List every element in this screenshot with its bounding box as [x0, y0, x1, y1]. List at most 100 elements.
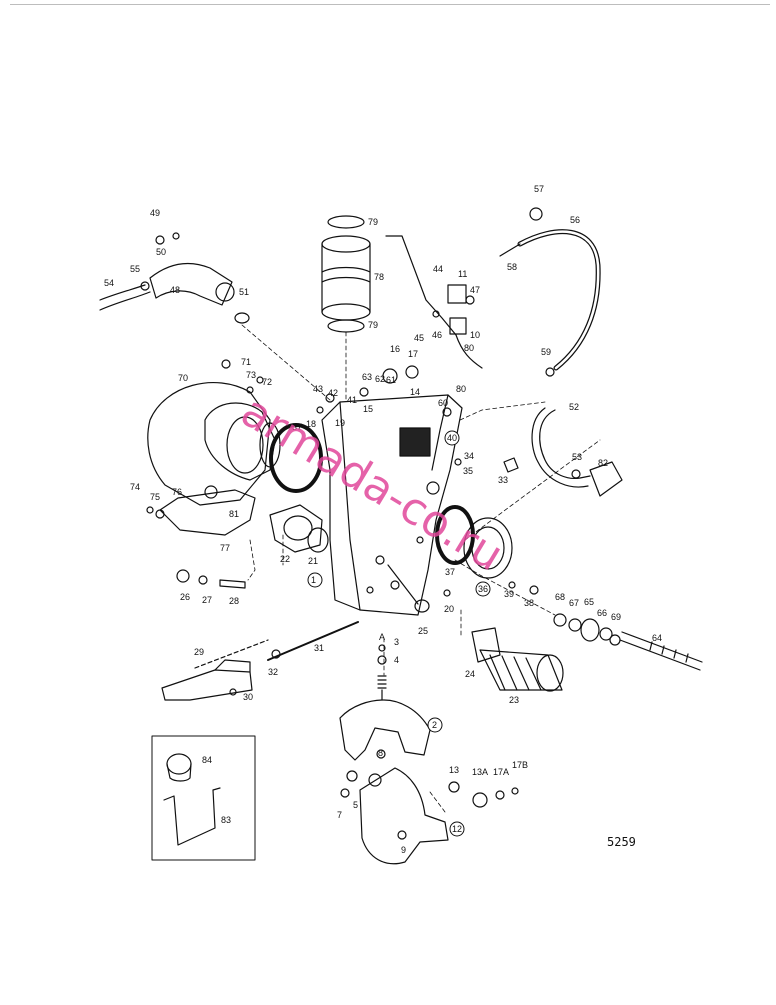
scan-top-edge: [10, 4, 770, 5]
part-label: 37: [445, 567, 455, 577]
part-label: 79: [368, 320, 378, 330]
part-label: 49: [150, 208, 160, 218]
coupling-part-22: [269, 504, 323, 553]
gear-cylinder-part-78: [321, 243, 371, 313]
part-label: 32: [268, 667, 278, 677]
fasteners: [140, 207, 581, 808]
bracket-part-2: [339, 699, 431, 761]
part-label: 38: [524, 598, 534, 608]
part-label: 80: [456, 384, 466, 394]
o-ring-left-part-37: [269, 423, 323, 493]
part-label: 58: [507, 262, 517, 272]
bearing-part-36: [463, 517, 513, 579]
part-label: 70: [178, 373, 188, 383]
part-label: 71: [241, 357, 251, 367]
part-label: 27: [202, 595, 212, 605]
part-label: 26: [180, 592, 190, 602]
part-label: 72: [262, 377, 272, 387]
part-label: 13A: [472, 767, 488, 777]
flange-part-82: [589, 461, 623, 497]
part-label: 33: [498, 475, 508, 485]
clamp-bottom-part-79: [327, 319, 365, 333]
part-label: 45: [414, 333, 424, 343]
part-label: 46: [432, 330, 442, 340]
part-label: 15: [363, 404, 373, 414]
part-label: 78: [374, 272, 384, 282]
part-label: 77: [220, 543, 230, 553]
exhaust-pipe-part-48: [149, 262, 233, 306]
cover-plate-part-77: [159, 489, 256, 536]
long-bolt-part-31: [267, 621, 359, 661]
part-label: 39: [504, 589, 514, 599]
part-label: 22: [280, 554, 290, 564]
part-label: 17B: [512, 760, 528, 770]
part-label: 62: [375, 374, 385, 384]
part-label: 69: [611, 612, 621, 622]
part-label: 31: [314, 643, 324, 653]
part-label: 76: [172, 487, 182, 497]
part-label: 14: [410, 387, 420, 397]
part-label: 12: [452, 824, 462, 834]
inset-box: [151, 735, 256, 861]
part-label: 65: [584, 597, 594, 607]
part-label: 36: [478, 584, 488, 594]
part-label: 51: [239, 287, 249, 297]
part-label: 16: [390, 344, 400, 354]
part-label: 5: [353, 800, 358, 810]
part-label: 82: [598, 458, 608, 468]
part-label: 67: [569, 598, 579, 608]
part-label: 61: [386, 375, 396, 385]
part-label: 80: [464, 343, 474, 353]
part-label: 84: [202, 755, 212, 765]
bellows-part-23: [479, 649, 563, 691]
clamp-top-part-79: [327, 215, 365, 229]
part-label: 48: [170, 285, 180, 295]
guard-plate-part-12: [359, 767, 449, 865]
part-label: 68: [555, 592, 565, 602]
bell-housing-part-70: [147, 381, 271, 506]
part-label: 9: [401, 845, 406, 855]
part-label: 17: [408, 349, 418, 359]
part-label: 30: [243, 692, 253, 702]
part-label: 59: [541, 347, 551, 357]
part-label: 55: [130, 264, 140, 274]
part-label: 24: [465, 669, 475, 679]
part-label: 17A: [493, 767, 509, 777]
figure-number: 5259: [607, 835, 636, 849]
bushing-part-84: [166, 753, 192, 775]
part-label: 54: [104, 278, 114, 288]
part-label: 81: [229, 509, 239, 519]
part-label: 8: [378, 748, 383, 758]
part-label: 34: [464, 451, 474, 461]
part-label: 47: [470, 285, 480, 295]
part-label: 10: [470, 330, 480, 340]
drive-shaft-part-64: [619, 631, 703, 671]
part-label: 53: [572, 452, 582, 462]
part-label: 11: [458, 269, 467, 279]
part-label: 57: [534, 184, 544, 194]
part-label: 79: [368, 217, 378, 227]
part-label: 18: [306, 419, 316, 429]
part-label: 2: [432, 720, 437, 730]
part-label: 44: [433, 264, 443, 274]
part-label: 35: [463, 466, 473, 476]
part-label: 7: [337, 810, 342, 820]
part-label: 29: [194, 647, 204, 657]
actuator-arm-part-29: [161, 669, 253, 701]
part-label: 20: [444, 604, 454, 614]
watermark: armada-co.ru: [232, 386, 511, 582]
part-label: 21: [308, 556, 318, 566]
part-label: 37: [292, 422, 302, 432]
part-label: 64: [652, 633, 662, 643]
part-label: 13: [449, 765, 459, 775]
part-label: 4: [394, 655, 399, 665]
lever-part-25: [387, 564, 419, 605]
part-label: 74: [130, 482, 140, 492]
part-label: 19: [335, 418, 345, 428]
part-label: 60: [438, 398, 448, 408]
part-label: 41: [347, 395, 357, 405]
part-label: 63: [362, 372, 372, 382]
part-label: 66: [597, 608, 607, 618]
